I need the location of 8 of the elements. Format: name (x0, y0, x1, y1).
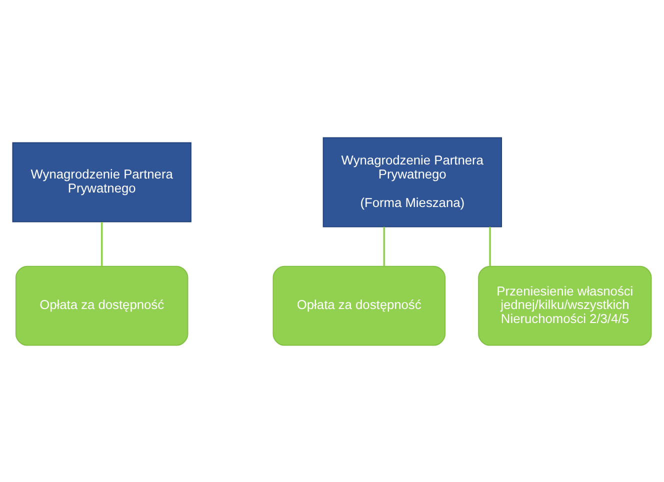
connector (383, 226, 386, 266)
node-box: Wynagrodzenie Partnera Prywatnego (Forma Mieszana) (322, 136, 502, 227)
connector (489, 226, 491, 266)
node-box: Opłata za dostępność (15, 265, 188, 346)
connector (100, 222, 103, 266)
node-box: Przeniesienie własności jednej/kilku/wszystkich Nieruchomości 2/3/4/5 (478, 265, 652, 346)
node-box: Opłata za dostępność (272, 265, 446, 346)
node-box: Wynagrodzenie Partnera Prywatnego (12, 142, 192, 222)
